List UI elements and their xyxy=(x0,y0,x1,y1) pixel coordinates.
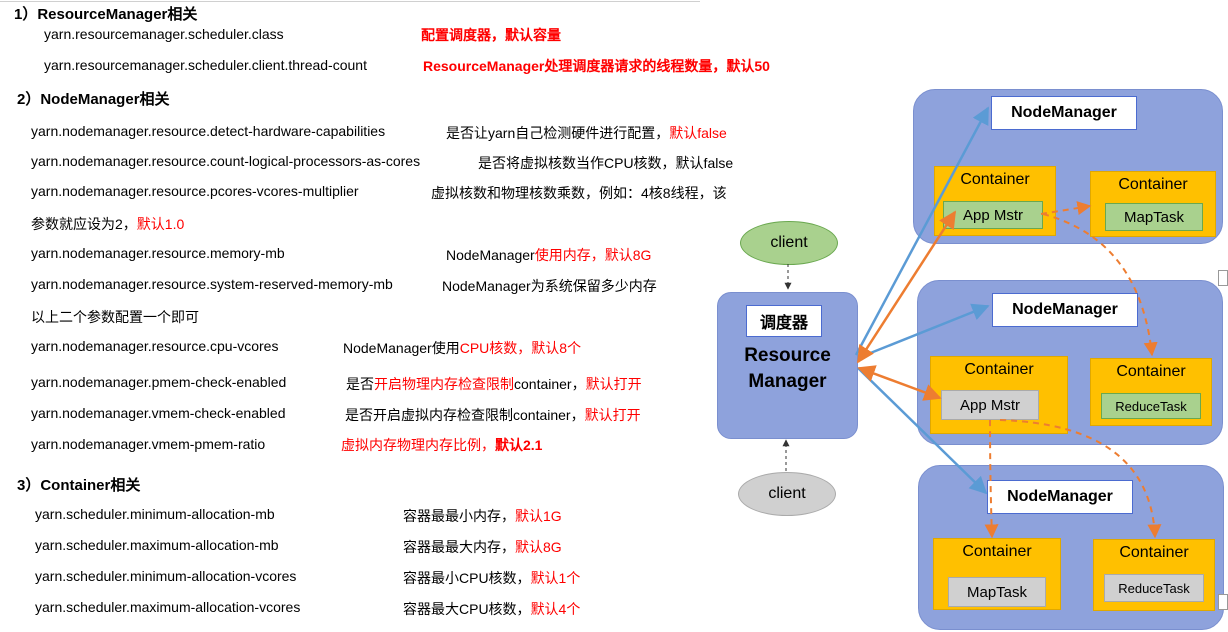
container-title: Container xyxy=(960,171,1030,188)
param-desc: 容器最最小内存，默认1G xyxy=(403,508,562,524)
param-desc: 是否将虚拟核数当作CPU核数，默认false xyxy=(478,155,734,171)
resourcemanager-box: 调度器 Resource Manager xyxy=(717,292,858,439)
param-key: yarn.nodemanager.vmem-check-enabled xyxy=(31,405,286,421)
scheduler-label: 调度器 xyxy=(746,305,822,337)
section-title-resourcemanager: 1）ResourceManager相关 xyxy=(14,6,198,23)
param-key: yarn.scheduler.minimum-allocation-vcores xyxy=(35,568,297,584)
client-ellipse-bottom: client xyxy=(738,472,836,516)
param-note: 以上二个参数配置一个即可 xyxy=(31,309,199,325)
param-key: yarn.resourcemanager.scheduler.client.th… xyxy=(44,57,367,73)
container-title: Container xyxy=(1119,544,1189,561)
container-box: Container MapTask xyxy=(933,538,1061,610)
map-task: MapTask xyxy=(948,577,1046,607)
container-box: Container App Mstr xyxy=(930,356,1068,434)
param-desc: 容器最最大内存，默认8G xyxy=(403,539,562,555)
appmaster-to-task-arrow xyxy=(999,419,1162,539)
param-desc: 容器最小CPU核数，默认1个 xyxy=(403,570,581,586)
top-divider xyxy=(0,1,700,2)
nodemanager-title: NodeManager xyxy=(992,293,1138,327)
param-key: yarn.nodemanager.resource.count-logical-… xyxy=(31,153,421,169)
section-title-nodemanager: 2）NodeManager相关 xyxy=(17,91,170,108)
param-desc: NodeManager使用内存，默认8G xyxy=(446,247,652,263)
nodemanager-title: NodeManager xyxy=(991,96,1137,130)
client-ellipse-top: client xyxy=(740,221,838,265)
param-key: yarn.nodemanager.pmem-check-enabled xyxy=(31,374,287,390)
param-desc: 是否开启虚拟内存检查限制container，默认打开 xyxy=(345,407,641,423)
param-desc-continued: 参数就应设为2，默认1.0 xyxy=(31,216,185,232)
container-title: Container xyxy=(962,543,1032,560)
resourcemanager-label-line1: Resource xyxy=(744,345,831,366)
param-key: yarn.scheduler.maximum-allocation-vcores xyxy=(35,599,301,615)
slide-edge-handle xyxy=(1218,594,1228,610)
map-task: MapTask xyxy=(1105,203,1203,231)
nodemanager-title: NodeManager xyxy=(987,480,1133,514)
param-desc: 虚拟内存物理内存比例，默认2.1 xyxy=(341,437,543,453)
app-master-task: App Mstr xyxy=(943,201,1043,229)
resourcemanager-label-line2: Manager xyxy=(748,371,827,392)
param-key: yarn.nodemanager.resource.cpu-vcores xyxy=(31,338,279,354)
param-desc: 配置调度器，默认容量 xyxy=(421,27,561,43)
param-key: yarn.nodemanager.resource.memory-mb xyxy=(31,245,285,261)
container-title: Container xyxy=(1116,363,1186,380)
rm-to-nodemanager-arrow xyxy=(854,106,990,356)
param-desc: 是否让yarn自己检测硬件进行配置，默认false xyxy=(446,125,727,141)
slide-edge-handle xyxy=(1218,270,1228,286)
reduce-task: ReduceTask xyxy=(1104,574,1204,602)
param-desc: 是否开启物理内存检查限制container，默认打开 xyxy=(346,376,642,392)
param-desc: NodeManager使用CPU核数，默认8个 xyxy=(343,340,582,356)
section-title-container: 3）Container相关 xyxy=(17,477,141,494)
container-box: Container App Mstr xyxy=(934,166,1056,236)
param-desc: 虚拟核数和物理核数乘数，例如：4核8线程，该 xyxy=(431,185,727,201)
param-key: yarn.resourcemanager.scheduler.class xyxy=(44,26,284,42)
app-master-task: App Mstr xyxy=(941,390,1039,420)
param-desc: NodeManager为系统保留多少内存 xyxy=(442,278,657,294)
rm-appmaster-arrow xyxy=(856,210,957,364)
nodemanager-box: NodeManager Container MapTask Container … xyxy=(918,465,1224,630)
param-key: yarn.scheduler.minimum-allocation-mb xyxy=(35,506,275,522)
container-box: Container ReduceTask xyxy=(1093,539,1215,611)
param-key: yarn.scheduler.maximum-allocation-mb xyxy=(35,537,279,553)
container-box: Container MapTask xyxy=(1090,171,1216,237)
nodemanager-box: NodeManager Container App Mstr Container… xyxy=(913,89,1223,244)
param-key: yarn.nodemanager.vmem-pmem-ratio xyxy=(31,436,266,452)
param-key: yarn.nodemanager.resource.pcores-vcores-… xyxy=(31,183,359,199)
param-key: yarn.nodemanager.resource.detect-hardwar… xyxy=(31,123,386,139)
appmaster-to-task-arrow xyxy=(984,419,999,539)
rm-to-nodemanager-arrow xyxy=(857,367,988,495)
param-desc: 容器最大CPU核数，默认4个 xyxy=(403,601,581,617)
reduce-task: ReduceTask xyxy=(1101,393,1201,419)
resourcemanager-label: Resource Manager xyxy=(718,343,857,395)
appmaster-to-task-arrow xyxy=(1040,201,1092,215)
rm-appmaster-arrow xyxy=(857,365,942,401)
container-title: Container xyxy=(1118,176,1188,193)
appmaster-to-task-arrow xyxy=(1042,213,1158,357)
param-key: yarn.nodemanager.resource.system-reserve… xyxy=(31,276,393,292)
param-desc: ResourceManager处理调度器请求的线程数量，默认50 xyxy=(423,58,770,74)
nodemanager-box: NodeManager Container App Mstr Container… xyxy=(917,280,1223,445)
container-title: Container xyxy=(964,361,1034,378)
container-box: Container ReduceTask xyxy=(1090,358,1212,426)
